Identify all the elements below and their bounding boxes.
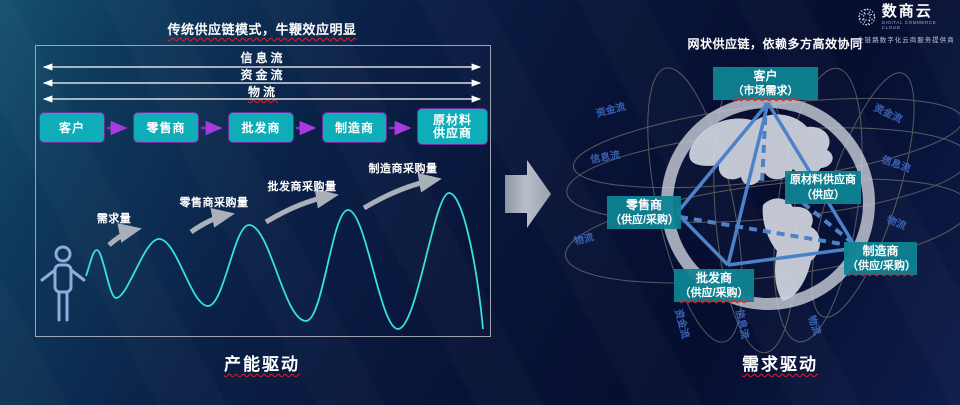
net-node-wholesaler: 批发商（供应/采购） <box>674 269 754 302</box>
logistics-flow-label: 物流 <box>247 85 278 99</box>
orbit-label-capital-right: 资金流 <box>872 101 905 125</box>
globe <box>661 96 875 310</box>
logo-sphere-icon <box>858 8 876 26</box>
globe-north-america <box>689 114 833 186</box>
orbit-label-capital-left: 资金流 <box>594 100 626 120</box>
network-chain-panel: 资金流 信息流 物流 资金流 信息流 物流 资金流 信息流 物流 客户（市场需求… <box>555 55 960 355</box>
right-bottom-label: 需求驱动 <box>742 355 818 374</box>
transform-arrow <box>505 160 551 228</box>
left-title: 传统供应链模式，牛鞭效应明显 <box>35 19 489 38</box>
wave-label-wholesaler-purchase: 批发商采购量 <box>267 181 337 193</box>
wave-label-manufacturer-purchase: 制造商采购量 <box>368 163 438 175</box>
traditional-chain-graphics <box>40 63 484 330</box>
chain-node-raw-material: 原材料 供应商 <box>417 108 488 145</box>
chain-node-wholesaler: 批发商 <box>228 112 294 143</box>
wave-label-demand: 需求量 <box>96 213 132 225</box>
net-node-retailer: 零售商（供应/采购） <box>607 196 681 229</box>
orbit-label-info-bottom: 信息流 <box>733 308 752 340</box>
logo-tagline: 全链路数字化云商服务提供商 <box>857 37 955 44</box>
info-flow-label: 信息流 <box>240 51 286 65</box>
chain-node-manufacturer: 制造商 <box>322 112 387 143</box>
bullwhip-wave <box>85 192 484 330</box>
orbit-label-info-left: 信息流 <box>589 148 621 166</box>
amplification-arrows <box>107 172 442 247</box>
wave-label-retailer-purchase: 零售商采购量 <box>179 197 249 209</box>
net-node-raw-material: 原材料供应商（供应） <box>785 171 861 204</box>
left-bottom-label: 产能驱动 <box>224 355 300 374</box>
orbit-label-info-right: 信息流 <box>880 153 913 175</box>
globe-south-america <box>762 198 820 301</box>
capital-flow-label: 资金流 <box>240 68 286 82</box>
chain-node-customer: 客户 <box>39 112 105 143</box>
orbit-label-capital-bottom: 资金流 <box>672 307 692 339</box>
logo-name: 数商云 <box>881 3 933 20</box>
net-node-manufacturer: 制造商（供应/采购） <box>844 242 917 275</box>
brand-logo: 数商云 DIGITAL COMMERCE CLOUD 全链路数字化云商服务提供商 <box>856 4 956 44</box>
person-icon <box>40 245 86 322</box>
orbit-label-logistics-right: 物流 <box>885 213 908 233</box>
net-node-customer: 客户（市场需求） <box>713 67 818 100</box>
right-title: 网状供应链，依赖多方高效协同 <box>687 37 863 51</box>
chain-node-retailer: 零售商 <box>133 112 199 143</box>
flow-arrows <box>42 63 482 103</box>
left-title-text: 传统供应链模式，牛鞭效应明显 <box>167 22 357 37</box>
traditional-chain-panel: 信息流 资金流 物流 客户 零售商 批发商 制造商 原材料 供应商 需求量 零售… <box>35 45 491 337</box>
logo-subtitle: DIGITAL COMMERCE CLOUD <box>881 20 937 30</box>
